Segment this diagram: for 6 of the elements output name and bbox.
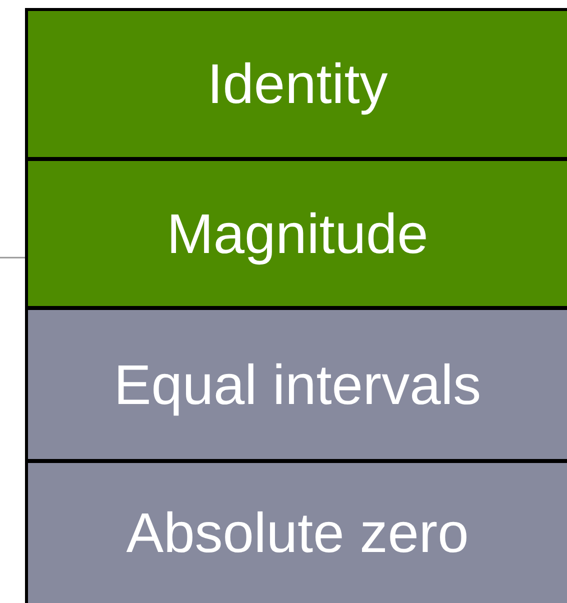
leader-line [0,256,25,258]
level-box [25,307,567,462]
level-box [25,8,567,160]
level-label: Absolute zero [126,505,469,561]
level-box [25,158,567,309]
level-box [25,460,567,603]
